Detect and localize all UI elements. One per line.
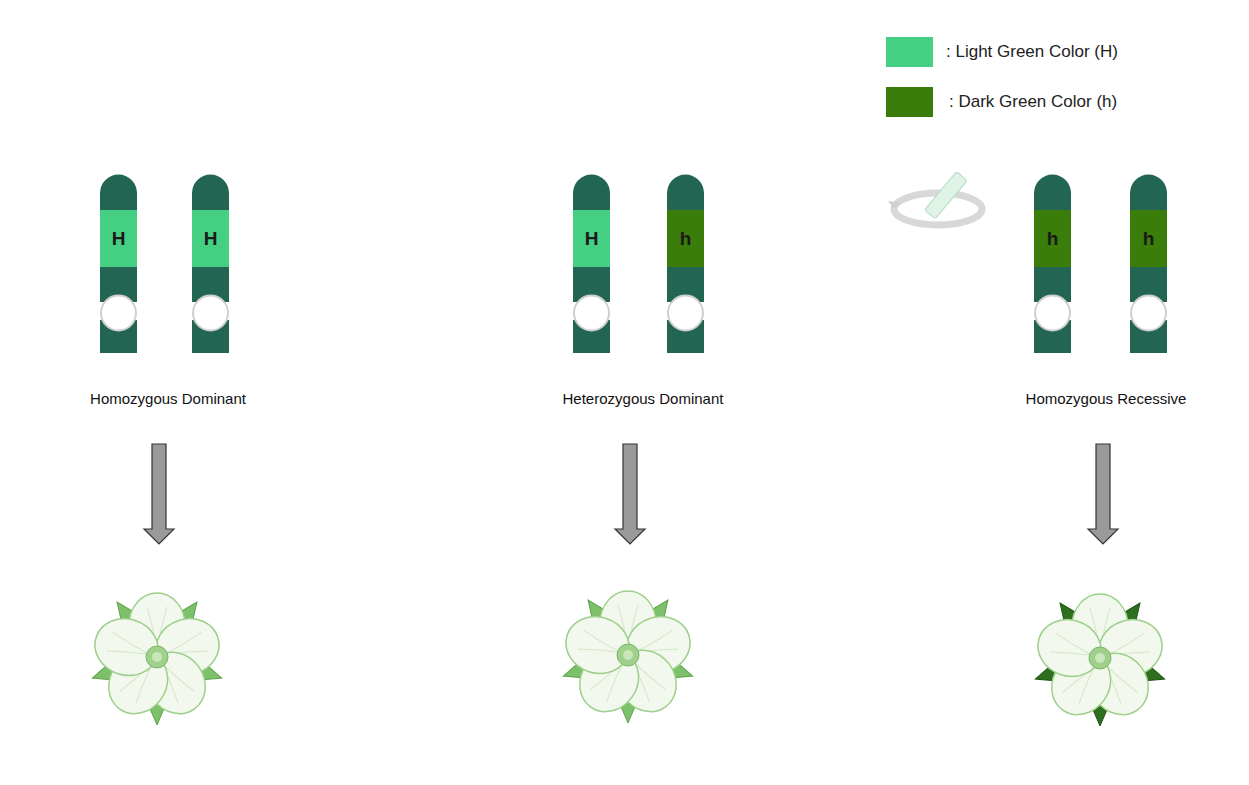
chromosome-arm <box>100 175 137 302</box>
centromere <box>574 296 609 331</box>
allele-letter: h <box>680 228 692 250</box>
flower <box>558 591 697 723</box>
flower-center <box>1089 647 1111 669</box>
chromosome-arm <box>1034 175 1071 302</box>
allele-letter: h <box>1143 228 1155 250</box>
legend-text: : Dark Green Color (h) <box>949 92 1117 112</box>
chromosome-arm <box>667 175 704 302</box>
legend-text: : Light Green Color (H) <box>946 42 1118 62</box>
rotate-icon <box>888 172 982 225</box>
flower-center <box>617 644 639 666</box>
flower-center <box>152 652 162 662</box>
genotype-caption: Homozygous Recessive <box>1026 390 1187 407</box>
flower-center <box>623 650 633 660</box>
petal-vein <box>577 630 623 662</box>
allele-band: h <box>1034 210 1071 267</box>
legend-swatch <box>886 37 933 67</box>
down-arrow <box>144 444 174 544</box>
down-arrow <box>1088 444 1118 544</box>
centromere <box>101 296 136 331</box>
flower-center <box>1095 653 1105 663</box>
petal-vein <box>106 632 152 664</box>
flower-center <box>146 646 168 668</box>
centromere <box>1131 296 1166 331</box>
chromosome-arm <box>573 175 610 302</box>
allele-letter: h <box>1047 228 1059 250</box>
chromosomes <box>100 175 1167 353</box>
down-arrow <box>615 444 645 544</box>
allele-band: H <box>100 210 137 267</box>
allele-band: H <box>573 210 610 267</box>
chromosome-arm <box>192 175 229 302</box>
allele-letter: H <box>112 228 126 250</box>
allele-band: h <box>1130 210 1167 267</box>
allele-band: H <box>192 210 229 267</box>
centromere <box>1035 296 1070 331</box>
allele-letter: H <box>585 228 599 250</box>
arrows <box>144 444 1118 544</box>
centromere <box>193 296 228 331</box>
flower <box>1030 594 1169 726</box>
allele-band: h <box>667 210 704 267</box>
chromosome-arm <box>1130 175 1167 302</box>
allele-letter: H <box>204 228 218 250</box>
genotype-caption: Homozygous Dominant <box>90 390 246 407</box>
genotype-caption: Heterozygous Dominant <box>563 390 724 407</box>
flowers <box>87 591 1169 726</box>
legend-swatch <box>886 87 933 117</box>
centromere <box>668 296 703 331</box>
flower <box>87 593 226 725</box>
petal-vein <box>1049 633 1095 665</box>
